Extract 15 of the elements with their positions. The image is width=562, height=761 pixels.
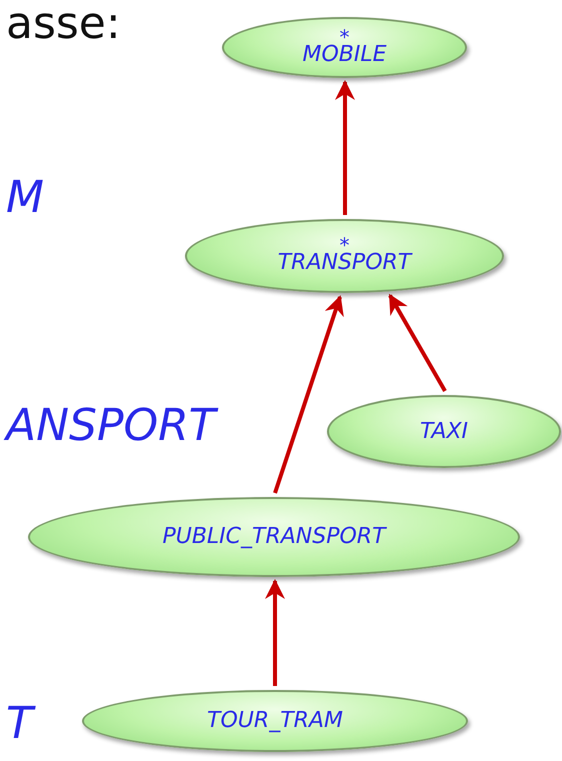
slide-text: T (2, 702, 41, 746)
slide-text: M (5, 176, 45, 220)
inheritance-arrow (335, 80, 355, 215)
deferred-marker: * (340, 238, 350, 252)
inheritance-arrow (388, 294, 447, 392)
class-name: TAXI (420, 420, 468, 442)
inheritance-arrow (265, 579, 285, 686)
class-name: TOUR_TRAM (207, 710, 343, 732)
inheritance-arrow (273, 295, 344, 494)
slide-text: asse: (5, 2, 122, 46)
class-name: MOBILE (302, 44, 387, 66)
slide-text: ANSPORT (2, 404, 224, 448)
deferred-marker: * (340, 30, 350, 44)
class-name: TRANSPORT (278, 252, 412, 274)
class-name: PUBLIC_TRANSPORT (162, 526, 386, 548)
